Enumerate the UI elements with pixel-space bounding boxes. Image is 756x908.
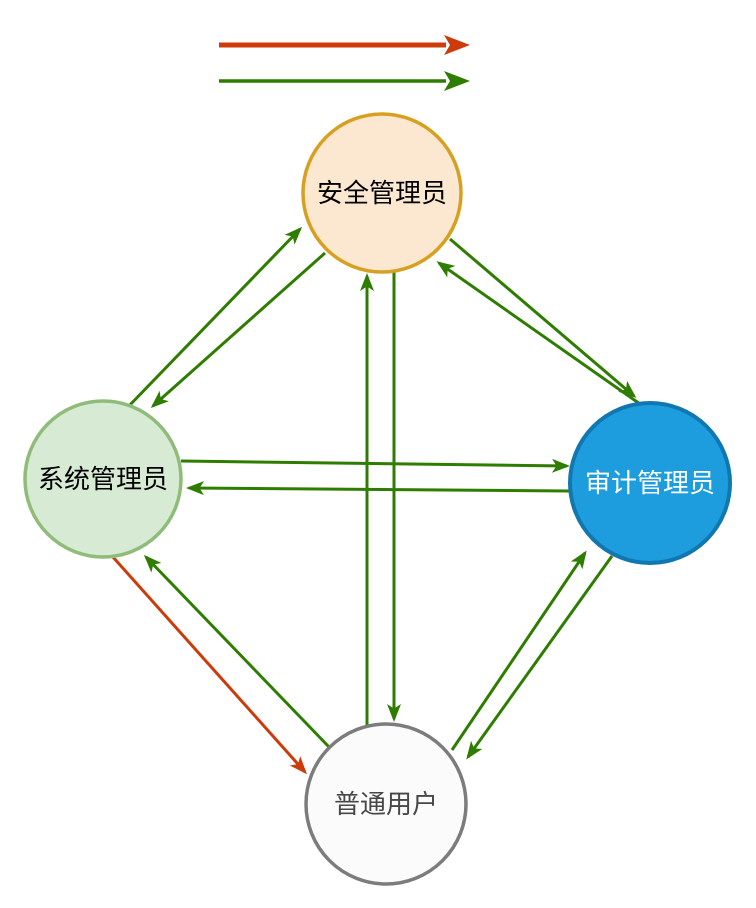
edge-system-to-user [110, 555, 307, 775]
edge-audit-to-system [186, 481, 570, 496]
legend [219, 35, 470, 91]
edge-user-to-system [143, 554, 332, 750]
security-admin-circle [301, 112, 463, 274]
regular-user-label: 普通用户 [334, 789, 438, 819]
edge-security-to-system [150, 251, 326, 408]
system-admin-circle [23, 399, 183, 559]
edge-system-to-audit [180, 458, 570, 473]
edge-system-to-security [125, 226, 303, 410]
node-security-admin[interactable]: 安全管理员 [301, 112, 463, 274]
edges-layer [110, 226, 641, 775]
edge-audit-to-user [466, 555, 614, 760]
edge-user-to-audit [450, 550, 587, 751]
system-admin-label: 系统管理员 [38, 464, 168, 494]
audit-admin-circle [568, 401, 732, 565]
security-admin-label: 安全管理员 [317, 178, 447, 208]
regular-user-circle [304, 722, 468, 886]
edge-audit-to-security [436, 261, 641, 406]
node-audit-admin[interactable]: 审计管理员 [568, 401, 732, 565]
edge-security-to-audit [449, 237, 637, 398]
nodes-layer: 安全管理员 系统管理员 审计管理员 普通用户 [23, 112, 732, 886]
audit-admin-label: 审计管理员 [585, 468, 715, 498]
node-regular-user[interactable]: 普通用户 [304, 722, 468, 886]
node-system-admin[interactable]: 系统管理员 [23, 399, 183, 559]
